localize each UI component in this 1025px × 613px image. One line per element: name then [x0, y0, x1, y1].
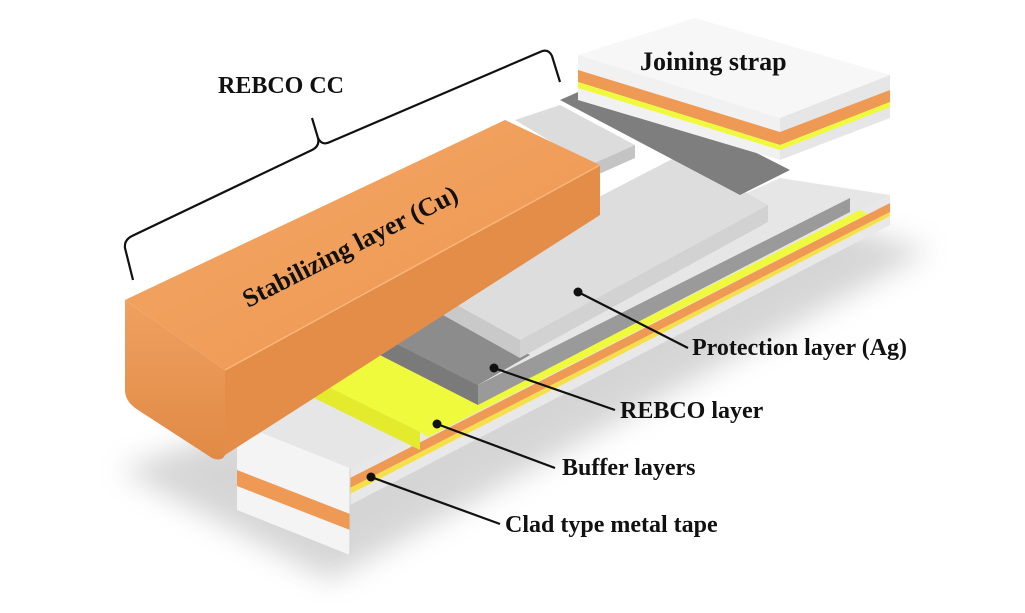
leader-lines: [366, 287, 689, 526]
rebco-cc-label: REBCO CC: [218, 73, 344, 99]
rebco-cc-bracket: [123, 49, 562, 281]
buffer-layers-label: Buffer layers: [562, 455, 696, 481]
stabilizing-copper-block: [125, 105, 635, 460]
rebco-layer-label: REBCO layer: [620, 398, 764, 424]
protection-layer-label: Protection layer (Ag): [692, 335, 907, 361]
clad-tape-label: Clad type metal tape: [505, 512, 718, 538]
joining-strap-label: Joining strap: [640, 47, 787, 76]
joining-strap: [560, 18, 890, 195]
